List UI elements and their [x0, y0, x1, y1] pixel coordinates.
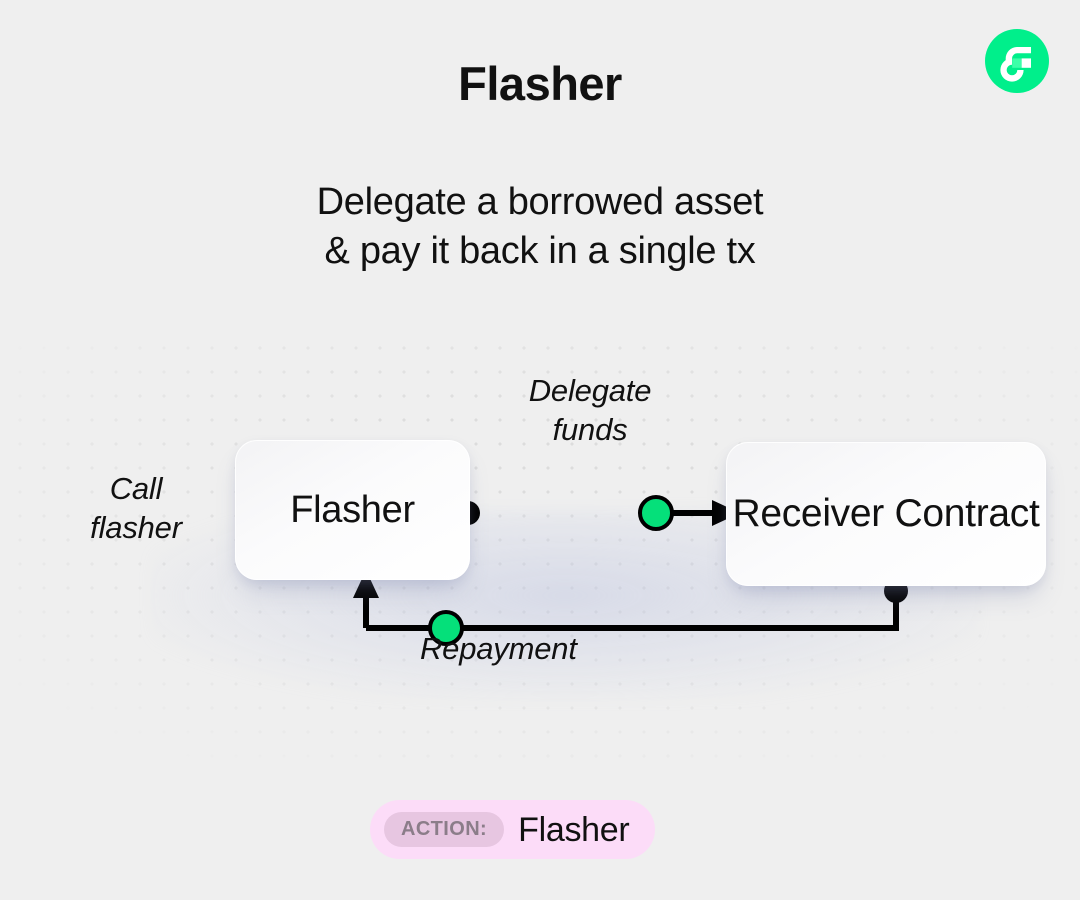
node-receiver-label-line-2: Contract: [894, 492, 1040, 536]
delegate-green-node: [638, 495, 674, 531]
node-flasher-label: Flasher: [290, 488, 415, 531]
label-repayment-line-1: Repayment: [420, 631, 577, 666]
flow-logo-icon: [985, 29, 1049, 93]
repayment-green-node: [428, 610, 464, 646]
node-receiver-label-line-1: Receiver: [732, 492, 884, 536]
label-call-flasher: Call flasher: [36, 470, 236, 548]
node-receiver[interactable]: Receiver Contract: [726, 442, 1046, 586]
page-subtitle: Delegate a borrowed asset & pay it back …: [0, 178, 1080, 277]
label-repayment: Repayment: [420, 630, 780, 669]
page-subtitle-line-2: & pay it back in a single tx: [324, 230, 756, 273]
label-call-flasher-line-1: Call: [109, 471, 163, 506]
label-delegate-funds-line-2: funds: [552, 411, 628, 447]
label-delegate-funds-line-1: Delegate: [528, 373, 652, 408]
flow-diagram: Flasher Receiver Contract Call flasher D…: [0, 330, 1080, 760]
action-badge-tag: ACTION:: [384, 812, 505, 847]
label-call-flasher-line-2: flasher: [90, 509, 182, 545]
label-delegate-funds: Delegate funds: [465, 372, 715, 450]
action-badge[interactable]: ACTION: Flasher: [370, 800, 656, 859]
node-receiver-label: Receiver Contract: [732, 492, 1039, 536]
page-subtitle-line-1: Delegate a borrowed asset: [316, 181, 764, 223]
delegate-funds-edge: [456, 495, 740, 531]
page-title: Flasher: [458, 57, 622, 110]
node-flasher[interactable]: Flasher: [235, 440, 470, 580]
action-badge-value: Flasher: [518, 810, 630, 849]
